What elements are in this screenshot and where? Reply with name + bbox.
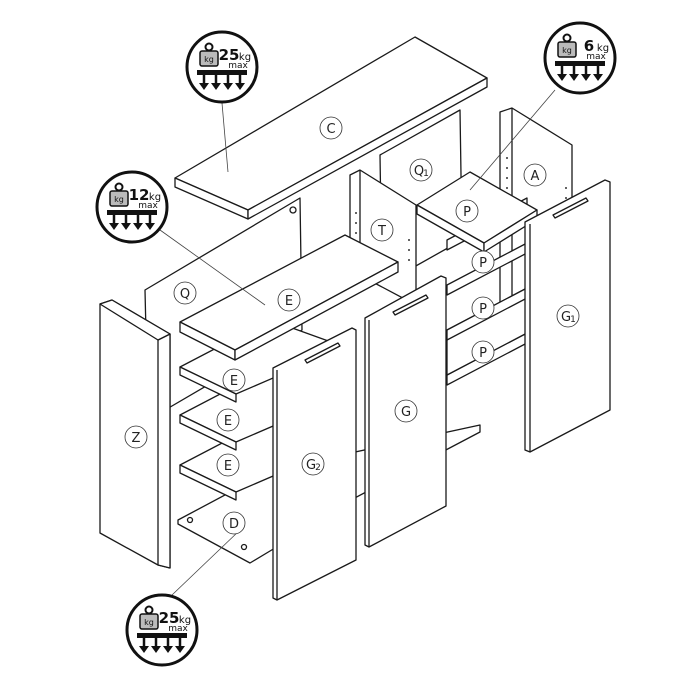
max-weight-value: 6	[584, 37, 594, 55]
max-weight-value: 25	[219, 46, 240, 64]
shelf-pin-holes	[355, 157, 567, 261]
hole	[186, 516, 194, 524]
load-arrows-icon	[137, 633, 187, 653]
hole	[240, 543, 248, 551]
label-circle	[370, 218, 394, 242]
max-label: max	[586, 52, 606, 62]
leader-line	[469, 89, 556, 191]
label-circle	[216, 408, 240, 432]
part-subscript: 1	[423, 169, 429, 179]
part-label-p1: P	[455, 199, 479, 223]
max-weight-value: 25	[159, 609, 180, 627]
label-circle	[124, 425, 148, 449]
part-label-p4: P	[471, 340, 495, 364]
label-circle	[222, 511, 246, 535]
part-label-e2: E	[222, 368, 246, 392]
label-circle	[455, 199, 479, 223]
part-letter: G	[306, 458, 316, 473]
load-arrows-icon	[197, 70, 247, 90]
load-arrows-icon	[555, 61, 605, 81]
part-letter: G	[561, 310, 571, 325]
weight-icon: kg	[139, 605, 159, 630]
label-circle	[301, 452, 325, 476]
max-label: max	[168, 624, 188, 634]
svg-text:kg: kg	[204, 55, 214, 64]
part-subscript: 2	[315, 463, 321, 473]
weight-unit: kg	[597, 43, 609, 54]
label-circle	[222, 368, 246, 392]
part-label-p2: P	[471, 250, 495, 274]
side-panel-z-edge	[157, 333, 171, 569]
label-circle	[471, 250, 495, 274]
part-subscript: 1	[570, 315, 576, 325]
label-circle	[523, 163, 547, 187]
part-letter: A	[531, 169, 540, 184]
weight-unit: kg	[179, 615, 191, 626]
weight-unit: kg	[149, 192, 161, 203]
part-letter: Q	[180, 287, 190, 302]
part-label-e4: E	[216, 453, 240, 477]
weight-unit: kg	[239, 52, 251, 63]
part-letter: P	[479, 302, 487, 317]
part-label-z: Z	[124, 425, 148, 449]
max-weight-value: 12	[129, 186, 150, 204]
part-label-t: T	[370, 218, 394, 242]
svg-text:kg: kg	[562, 46, 572, 55]
max-label: max	[228, 61, 248, 71]
part-letter: P	[479, 346, 487, 361]
part-label-a: A	[523, 163, 547, 187]
label-circle	[409, 158, 433, 182]
label-circle	[471, 296, 495, 320]
weight-icon: kg	[199, 42, 219, 67]
top-panel-c-edge	[247, 77, 488, 220]
part-letter: E	[224, 459, 232, 474]
part-letter: D	[229, 517, 239, 532]
part-letter: C	[326, 122, 335, 137]
leader-line	[159, 229, 266, 306]
leader-line	[171, 529, 241, 596]
load-arrows-icon	[107, 210, 157, 230]
part-label-q: Q	[173, 281, 197, 305]
part-label-p3: P	[471, 296, 495, 320]
part-label-e3: E	[216, 408, 240, 432]
label-circle	[394, 399, 418, 423]
part-letter: G	[401, 405, 411, 420]
weight-icon: kg	[109, 182, 129, 207]
part-letter: P	[479, 256, 487, 271]
part-label-c: C	[319, 116, 343, 140]
part-letter: E	[224, 414, 232, 429]
svg-text:kg: kg	[144, 618, 154, 627]
label-circle	[319, 116, 343, 140]
leader-line	[221, 102, 229, 173]
side-panel-z-edge	[99, 299, 171, 341]
part-label-g: G	[394, 399, 418, 423]
part-label-d: D	[222, 511, 246, 535]
hole	[289, 206, 297, 214]
part-letter: Q	[414, 164, 424, 179]
part-letter: T	[377, 224, 386, 239]
weight-icon: kg	[557, 33, 577, 58]
label-circle	[173, 281, 197, 305]
part-label-e1: E	[277, 288, 301, 312]
label-circle	[556, 304, 580, 328]
label-circle	[277, 288, 301, 312]
svg-text:kg: kg	[114, 195, 124, 204]
part-letter: P	[463, 205, 471, 220]
label-circle	[216, 453, 240, 477]
part-letter: Z	[132, 431, 141, 446]
max-label: max	[138, 201, 158, 211]
part-letter: E	[230, 374, 238, 389]
part-letter: E	[285, 294, 293, 309]
label-circle	[471, 340, 495, 364]
